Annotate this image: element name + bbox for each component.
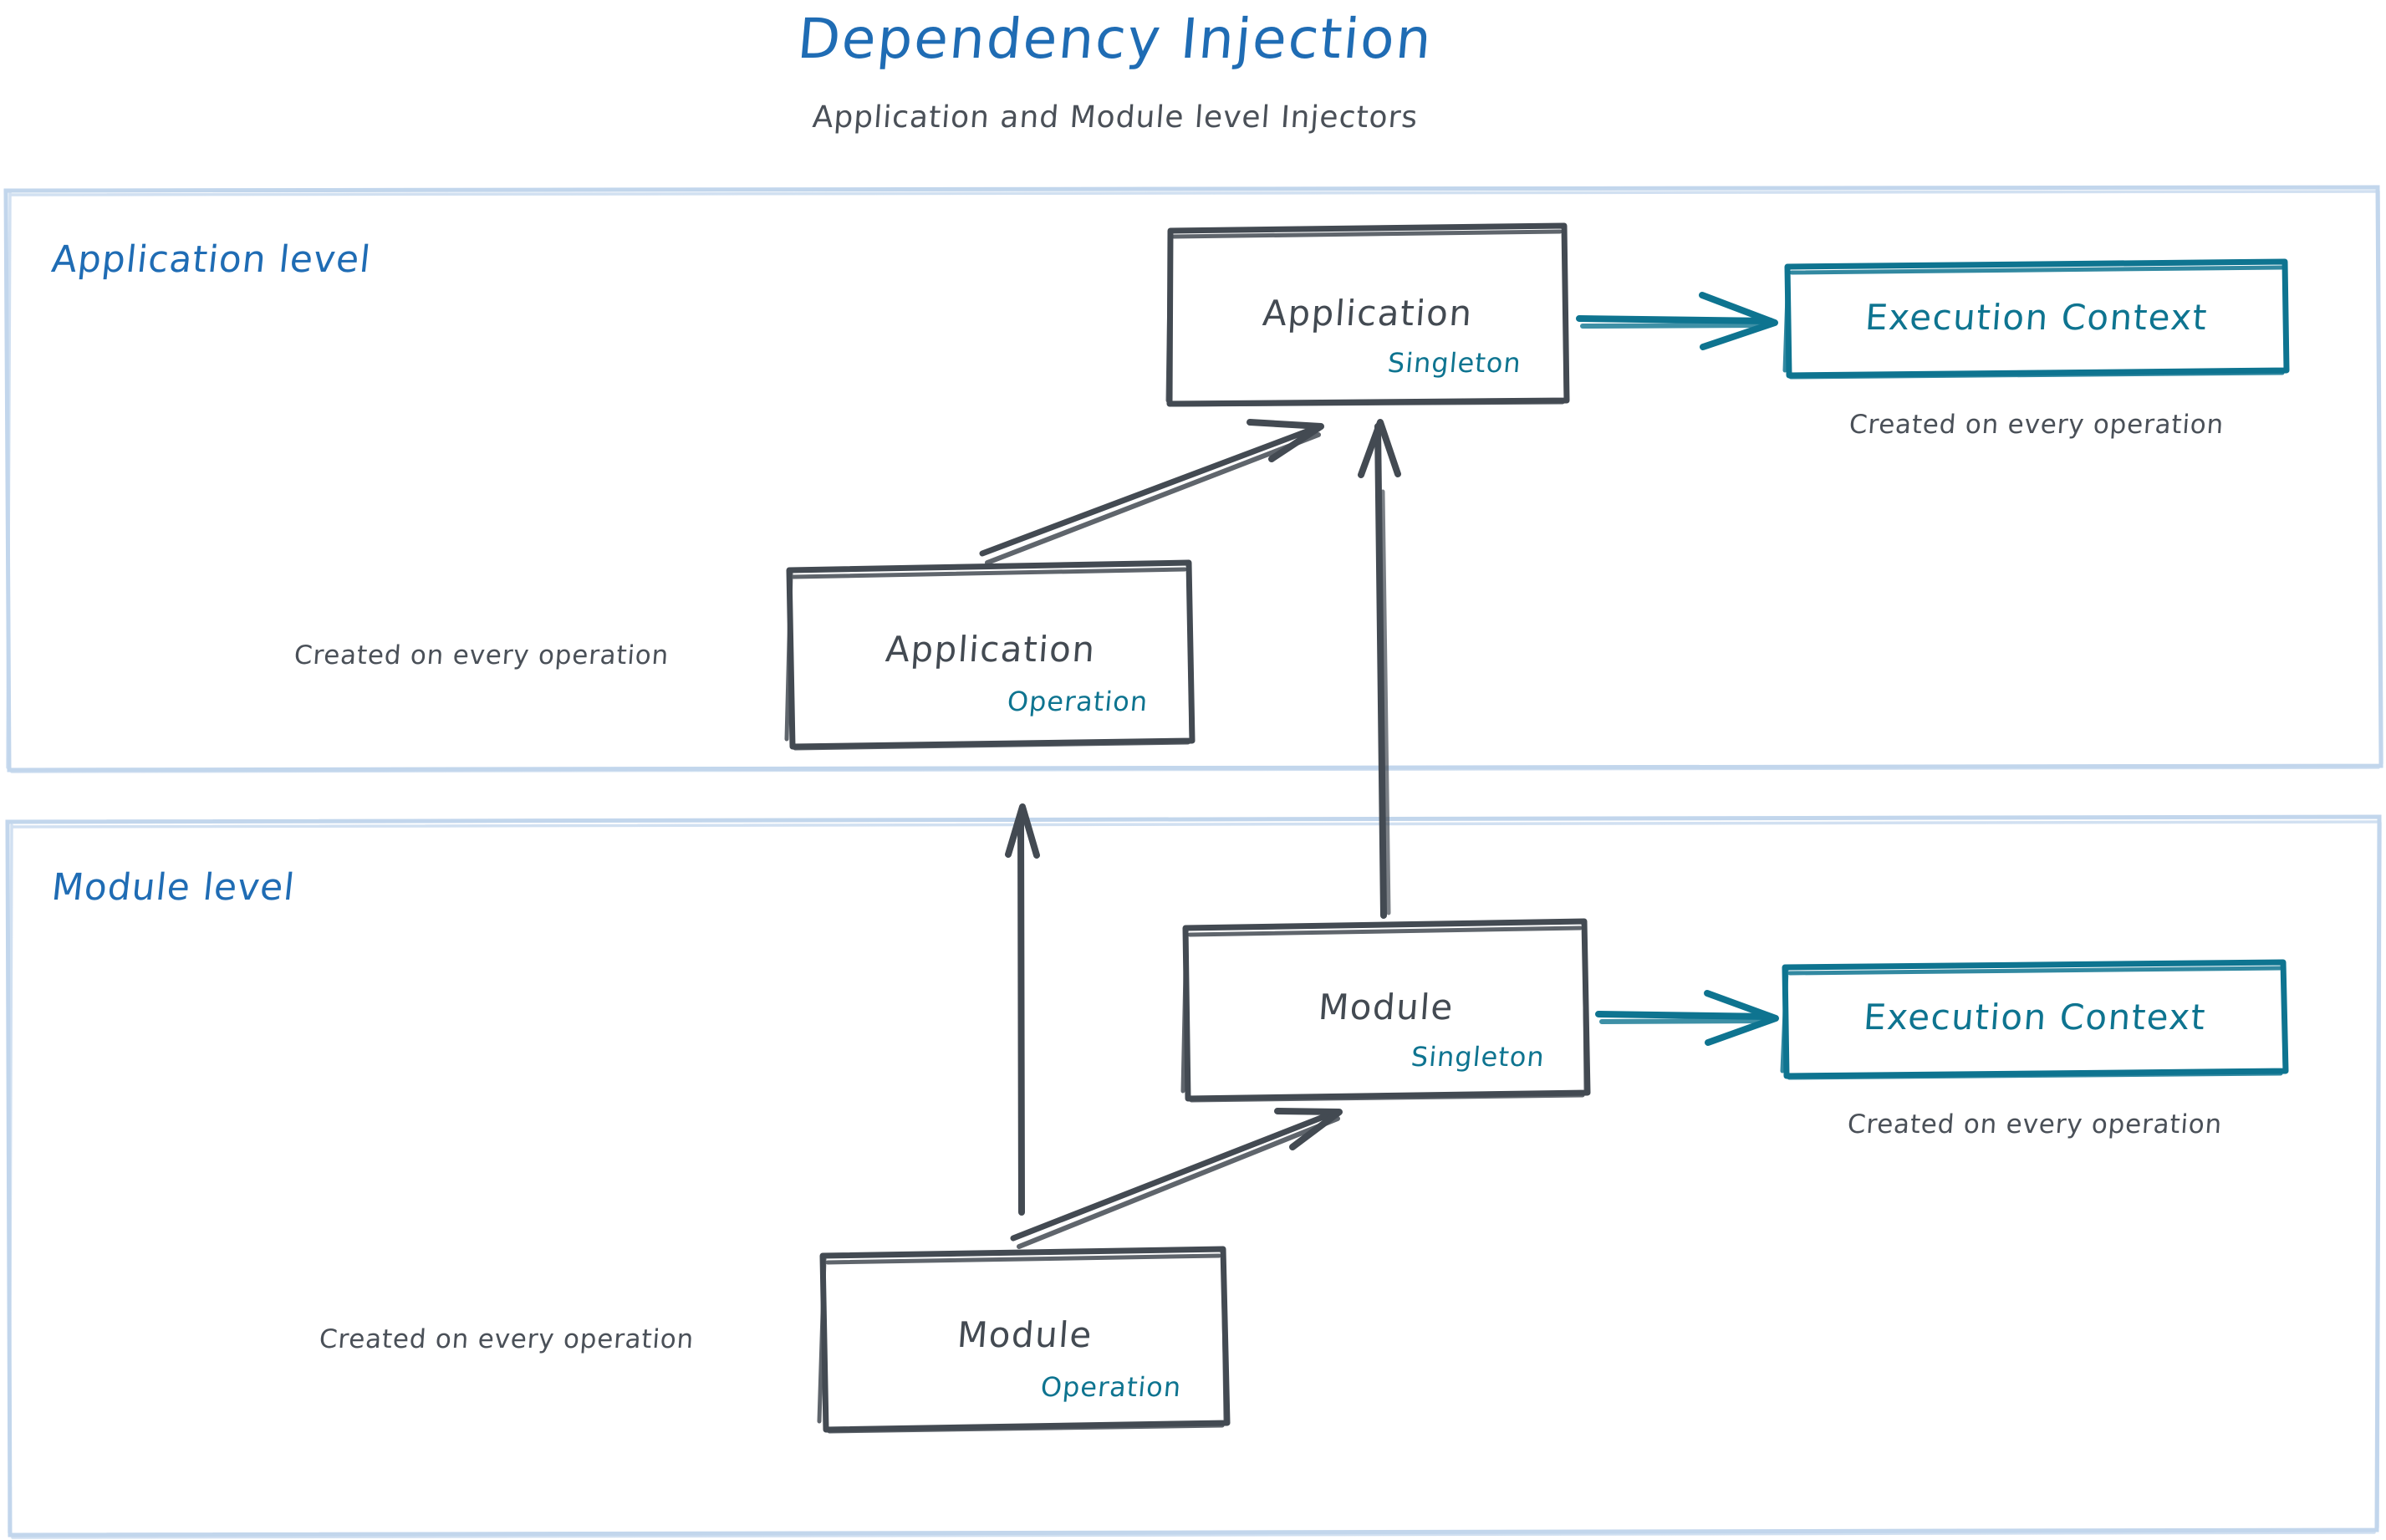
module-operation-title: Module [956,1314,1094,1355]
application-execution-context-title: Execution Context [1863,297,2210,338]
module-operation-scope: Operation [1039,1371,1183,1403]
application-singleton-scope: Singleton [1386,347,1523,379]
arrow-module-operation-to-app-operation [1005,803,1040,1216]
application-operation-scope: Operation [1006,686,1150,717]
module-singleton-box[interactable] [1180,918,1591,1103]
module-execution-context-box[interactable] [1780,959,2289,1080]
module-execution-context-caption: Created on every operation [1846,1109,2224,1140]
application-singleton-title: Application [1261,293,1475,334]
zone-label-application-level: Application level [49,238,374,281]
application-operation-box[interactable] [784,559,1196,751]
application-singleton-box[interactable] [1165,222,1570,407]
application-execution-context-caption: Created on every operation [1848,410,2225,440]
page-subtitle: Application and Module level Injectors [811,100,1420,135]
module-singleton-scope: Singleton [1410,1041,1547,1073]
module-execution-context-title: Execution Context [1862,997,2208,1038]
zone-label-module-level: Module level [49,866,298,909]
arrow-app-operation-to-app-singleton [979,419,1324,565]
application-operation-title: Application [884,629,1098,670]
arrow-module-singleton-to-execution-context [1595,990,1779,1046]
arrow-app-singleton-to-execution-context [1576,292,1778,350]
application-level-container [3,185,2383,773]
module-operation-caption: Created on every operation [318,1324,696,1354]
application-execution-context-box[interactable] [1782,258,2290,380]
arrow-module-singleton-to-app-singleton [1358,419,1401,919]
module-operation-box[interactable] [817,1246,1231,1434]
module-singleton-title: Module [1317,987,1456,1028]
arrow-module-operation-to-module-singleton [1010,1108,1343,1249]
page-title: Dependency Injection [794,7,1436,71]
application-operation-caption: Created on every operation [293,640,670,671]
module-level-container [5,814,2382,1539]
